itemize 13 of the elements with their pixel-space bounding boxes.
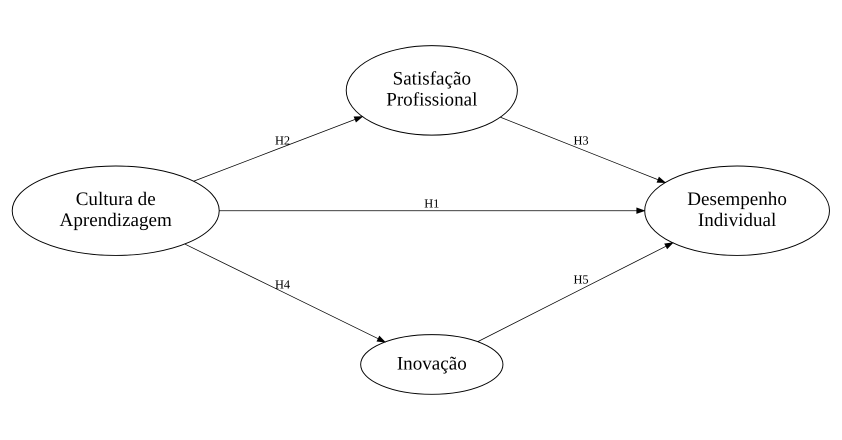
edge-label: H3 bbox=[573, 133, 589, 148]
arrow bbox=[184, 244, 386, 343]
arrow bbox=[500, 116, 666, 184]
edge-label: H1 bbox=[424, 196, 440, 210]
node-ellipse: Satisfação Profissional bbox=[346, 45, 518, 136]
arrow bbox=[477, 242, 674, 342]
edge-label: H2 bbox=[274, 133, 290, 148]
edge-label: H5 bbox=[573, 272, 589, 287]
edge-label: H4 bbox=[274, 277, 290, 292]
arrow bbox=[193, 116, 364, 182]
node-ellipse: Cultura de Aprendizagem bbox=[12, 166, 220, 256]
arrow bbox=[218, 208, 646, 214]
node-ellipse: Desempenho Individual bbox=[644, 166, 830, 256]
